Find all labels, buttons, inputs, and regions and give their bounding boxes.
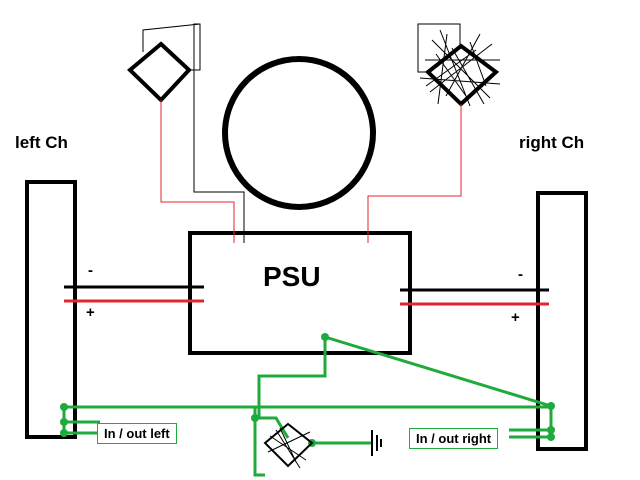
psu-label: PSU (263, 261, 321, 292)
right-rectifier-red-wire (367, 104, 462, 243)
transformer-toroid (222, 56, 376, 210)
ground-bridge (263, 422, 314, 469)
left-rectifier-top-wire (142, 23, 201, 52)
io-left-label: In / out left (97, 423, 177, 444)
right-channel-label: right Ch (519, 133, 585, 152)
io-right-label: In / out right (409, 428, 499, 449)
left-transformer-wire (189, 23, 245, 243)
psu-box (188, 231, 412, 355)
left-rectifier-red-wire (160, 100, 235, 243)
right-channel-board (536, 191, 588, 451)
right-transformer-wire (417, 23, 461, 73)
earth-ground-symbol (371, 430, 382, 456)
right-plus-label: + (511, 309, 520, 326)
left-rectifier (127, 41, 192, 103)
left-plus-label: + (86, 304, 95, 321)
junction-dots (60, 333, 555, 447)
left-minus-label: - (88, 262, 93, 279)
right-minus-label: - (518, 266, 523, 283)
ground-wiring (62, 335, 553, 477)
left-channel-board (25, 180, 77, 439)
left-channel-label: left Ch (15, 133, 68, 152)
